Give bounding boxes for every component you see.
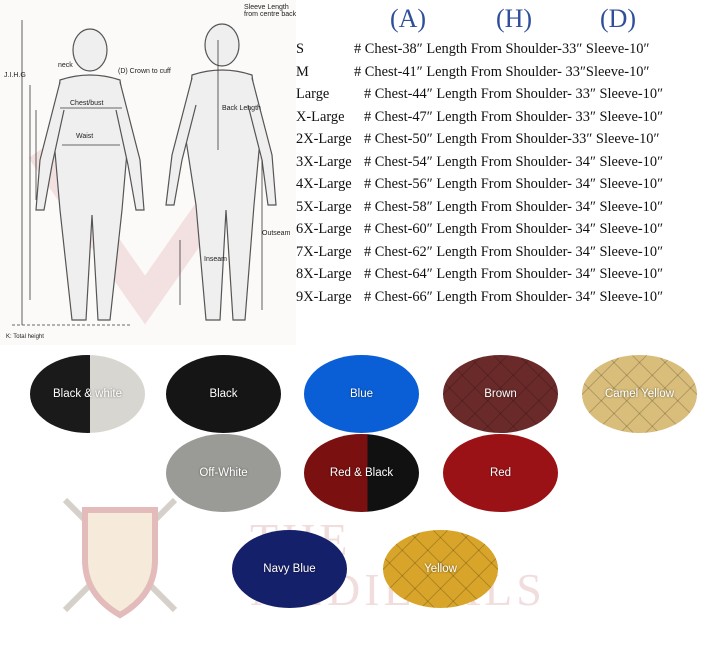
watermark-shield bbox=[60, 490, 180, 620]
size-row: X-Large # Chest-47″ Length From Shoulder-… bbox=[296, 108, 663, 126]
color-swatch-label: Navy Blue bbox=[263, 563, 316, 575]
size-row: 9X-Large # Chest-66″ Length From Shoulder… bbox=[296, 288, 663, 306]
color-swatch-label: Yellow bbox=[424, 563, 457, 575]
color-swatch[interactable]: Navy Blue bbox=[232, 530, 347, 608]
size-name: 8X-Large bbox=[296, 266, 352, 282]
color-swatch[interactable]: Yellow bbox=[383, 530, 498, 608]
size-row: 8X-Large # Chest-64″ Length From Shoulder… bbox=[296, 265, 663, 283]
header-a: (A) bbox=[390, 4, 427, 33]
size-row: 4X-Large # Chest-56″ Length From Shoulder… bbox=[296, 175, 663, 193]
color-swatch[interactable]: Red bbox=[443, 434, 558, 512]
color-swatch[interactable]: Blue bbox=[304, 355, 419, 433]
size-measurements: # Chest-62″ Length From Shoulder- 34″ Sl… bbox=[364, 243, 664, 260]
size-name: 6X-Large bbox=[296, 221, 352, 237]
color-swatch-label: Blue bbox=[349, 388, 374, 400]
size-row: S # Chest-38″ Length From Shoulder-33″ Sl… bbox=[296, 40, 649, 58]
size-measurements: # Chest-47″ Length From Shoulder- 33″ Sl… bbox=[364, 108, 664, 125]
size-measurements: # Chest-38″ Length From Shoulder-33″ Sle… bbox=[354, 41, 650, 57]
color-swatch[interactable]: Camel Yellow bbox=[582, 355, 697, 433]
color-swatch[interactable]: Brown bbox=[443, 355, 558, 433]
size-name: X-Large bbox=[296, 108, 345, 125]
size-measurements: # Chest-56″ Length From Shoulder- 34″ Sl… bbox=[364, 176, 664, 192]
size-measurements: # Chest-50″ Length From Shoulder-33″ Sle… bbox=[364, 131, 660, 147]
jihg-label: J.I.H.G bbox=[4, 72, 26, 79]
size-row: 6X-Large # Chest-60″ Length From Shoulder… bbox=[296, 220, 663, 238]
size-name: M bbox=[296, 63, 309, 80]
size-measurements: # Chest-60″ Length From Shoulder- 34″ Sl… bbox=[364, 221, 664, 237]
size-measurements: # Chest-66″ Length From Shoulder- 34″ Sl… bbox=[364, 288, 664, 305]
size-name: 9X-Large bbox=[296, 288, 352, 305]
size-name: 2X-Large bbox=[296, 131, 352, 147]
size-measurements: # Chest-41″ Length From Shoulder- 33″Sle… bbox=[354, 63, 650, 80]
size-name: 5X-Large bbox=[296, 198, 352, 215]
color-swatch-label: Black bbox=[209, 388, 238, 400]
size-name: Large bbox=[296, 86, 330, 102]
back-length-label: Back Length bbox=[222, 105, 261, 112]
crown-label: (D) Crown to cuff bbox=[118, 68, 171, 75]
color-swatch-label: Off-White bbox=[199, 467, 248, 479]
color-swatch[interactable]: Black & white bbox=[30, 355, 145, 433]
size-name: S bbox=[296, 41, 305, 57]
color-swatch[interactable]: Black bbox=[166, 355, 281, 433]
size-row: 7X-Large # Chest-62″ Length From Shoulder… bbox=[296, 243, 663, 261]
chest-label: Chest/bust bbox=[70, 100, 104, 107]
size-row: Large # Chest-44″ Length From Shoulder- 3… bbox=[296, 85, 663, 103]
neck-label: neck bbox=[58, 62, 73, 69]
size-row: 5X-Large # Chest-58″ Length From Shoulder… bbox=[296, 198, 663, 216]
size-measurements: # Chest-54″ Length From Shoulder- 34″ Sl… bbox=[364, 153, 664, 170]
header-d: (D) bbox=[600, 4, 637, 33]
size-name: 4X-Large bbox=[296, 176, 352, 192]
sleeve-length-label: Sleeve Length from centre back bbox=[244, 4, 297, 18]
svg-text:K: Total height: K: Total height bbox=[6, 334, 44, 340]
color-swatch-label: Red & Black bbox=[329, 467, 394, 479]
waist-label: Waist bbox=[76, 133, 94, 140]
color-swatch-label: Red bbox=[489, 467, 512, 479]
outseam-label: Outseam bbox=[262, 230, 291, 237]
color-swatch-label: Brown bbox=[484, 388, 517, 400]
measurement-diagram: K: Total height bbox=[0, 0, 296, 345]
color-swatch-label: Camel Yellow bbox=[604, 388, 675, 400]
header-h: (H) bbox=[496, 4, 533, 33]
size-row: M # Chest-41″ Length From Shoulder- 33″Sl… bbox=[296, 63, 649, 81]
size-row: 3X-Large # Chest-54″ Length From Shoulder… bbox=[296, 153, 663, 171]
size-row: 2X-Large # Chest-50″ Length From Shoulder… bbox=[296, 130, 659, 148]
size-name: 3X-Large bbox=[296, 153, 352, 170]
color-swatch[interactable]: Off-White bbox=[166, 434, 281, 512]
size-name: 7X-Large bbox=[296, 243, 352, 260]
size-measurements: # Chest-64″ Length From Shoulder- 34″ Sl… bbox=[364, 266, 664, 282]
color-swatch[interactable]: Red & Black bbox=[304, 434, 419, 512]
size-measurements: # Chest-44″ Length From Shoulder- 33″ Sl… bbox=[364, 86, 664, 102]
color-swatch-label: Black & white bbox=[52, 388, 123, 400]
inseam-label: Inseam bbox=[204, 256, 227, 263]
size-measurements: # Chest-58″ Length From Shoulder- 34″ Sl… bbox=[364, 198, 664, 215]
